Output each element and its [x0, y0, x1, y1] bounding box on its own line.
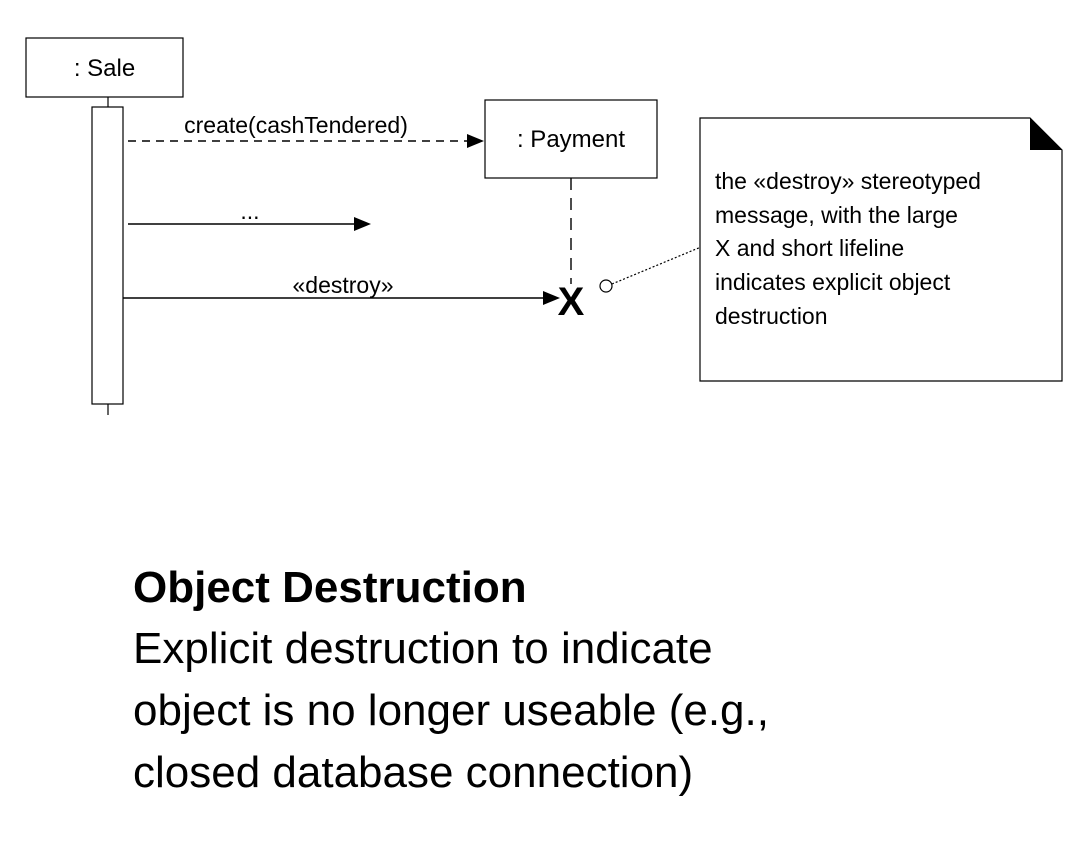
- destroy-message-label: «destroy»: [292, 272, 393, 298]
- note-line: destruction: [715, 303, 828, 329]
- note-text: the «destroy» stereotyped message, with …: [715, 168, 987, 329]
- destruction-x-icon: X: [558, 280, 585, 324]
- caption-line: closed database connection): [133, 748, 694, 797]
- create-message-arrowhead: [467, 134, 484, 148]
- note-connector: [599, 246, 702, 293]
- payment-object-box: [484, 99, 658, 179]
- payment-object-label: : Payment: [517, 126, 625, 153]
- caption-body: Explicit destruction to indicate object …: [133, 618, 1033, 804]
- note-connector-line: [611, 246, 702, 285]
- payment-object: : Payment: [484, 99, 658, 179]
- sale-object-label: : Sale: [74, 55, 135, 82]
- sale-object: : Sale: [25, 37, 184, 98]
- ellipsis-message: ...: [128, 198, 371, 231]
- destroy-message: «destroy»: [123, 272, 560, 305]
- note-box-outline: [699, 117, 1063, 382]
- ellipsis-message-label: ...: [240, 198, 259, 224]
- create-message: create(cashTendered): [128, 112, 484, 148]
- sequence-diagram: : Sale create(cashTendered) : Payment ..…: [25, 37, 1063, 415]
- caption-line: Explicit destruction to indicate: [133, 624, 713, 673]
- caption: Object Destruction Explicit destruction …: [133, 558, 1033, 804]
- caption-line: object is no longer useable (e.g.,: [133, 686, 769, 735]
- note-box: the «destroy» stereotyped message, with …: [699, 117, 1063, 382]
- sale-activation-bar: [91, 106, 124, 405]
- note-anchor-circle: [599, 279, 613, 293]
- sale-object-box: [25, 37, 184, 98]
- note-line: message, with the large: [715, 202, 958, 228]
- ellipsis-message-arrowhead: [354, 217, 371, 231]
- create-message-label: create(cashTendered): [184, 112, 408, 138]
- note-line: X and short lifeline: [715, 235, 904, 261]
- note-line: indicates explicit object: [715, 269, 951, 295]
- note-line: the «destroy» stereotyped: [715, 168, 981, 194]
- destroy-message-arrowhead: [543, 291, 560, 305]
- caption-title: Object Destruction: [133, 563, 527, 612]
- note-fold-corner: [1030, 118, 1062, 150]
